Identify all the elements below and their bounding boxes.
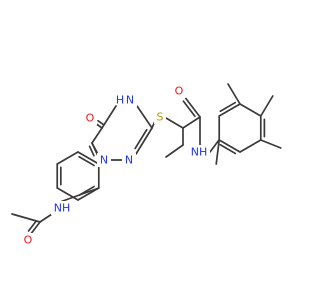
- bond-aromatic: [218, 103, 241, 117]
- bond-ring-double: [134, 128, 148, 150]
- atom-o-ring: O: [86, 112, 95, 125]
- atom-h-ring: H: [116, 94, 124, 107]
- label-bg: [97, 153, 111, 167]
- bond-ring-double: [135, 127, 153, 155]
- bond-methyl: [11, 213, 41, 223]
- bond-aromatic: [77, 151, 100, 165]
- bond: [182, 116, 201, 129]
- bond-aromatic: [218, 139, 241, 153]
- bond-ring-double: [88, 145, 95, 157]
- atom-o-amide: O: [175, 85, 184, 98]
- bond-carbonyl: [27, 220, 37, 232]
- bond-ring: [101, 105, 117, 129]
- bond-carbonyl: [183, 95, 201, 118]
- bond-methyl: [259, 95, 274, 117]
- label-bg: [21, 233, 35, 247]
- atom-labels: O H N S O NH N N O NH: [21, 84, 210, 247]
- atom-s-thioether: S: [157, 111, 164, 124]
- bond: [59, 187, 100, 203]
- label-bg: [154, 110, 166, 124]
- bond-aromatic: [219, 101, 237, 113]
- atom-nh-acetyl: NH: [54, 202, 71, 215]
- label-bg: [122, 153, 136, 167]
- bond-aromatic: [219, 143, 237, 155]
- bond-carbonyl: [182, 100, 196, 118]
- atom-o-acetyl: O: [24, 234, 33, 247]
- label-bg: [172, 84, 186, 98]
- atom-n-ring: N: [126, 94, 134, 107]
- bond-methyl: [259, 139, 282, 149]
- molecule-structure: O H N S O NH N N O NH: [11, 83, 282, 247]
- bond-ring: [136, 105, 153, 129]
- bond-carbonyl: [29, 221, 41, 236]
- label-bg: [51, 201, 73, 215]
- atom-n-ring-b: N: [100, 154, 108, 167]
- bond-aromatic: [78, 155, 95, 167]
- bond-ring: [91, 127, 103, 144]
- bond-aromatic: [239, 139, 262, 153]
- bond: [165, 144, 184, 158]
- bond-carbonyl: [97, 119, 104, 126]
- atom-n-ring-a: N: [125, 154, 133, 167]
- label-bg: [83, 111, 97, 125]
- bond-methyl: [227, 83, 241, 105]
- bond-aromatic: [56, 151, 79, 165]
- label-bg: [117, 93, 137, 107]
- label-bg: [188, 145, 210, 159]
- atom-nh-amide: NH: [191, 146, 208, 159]
- bond-aromatic: [239, 103, 262, 117]
- bond: [165, 117, 184, 129]
- bond-aromatic: [56, 187, 79, 201]
- bond: [209, 139, 220, 153]
- bond-methyl: [215, 139, 221, 165]
